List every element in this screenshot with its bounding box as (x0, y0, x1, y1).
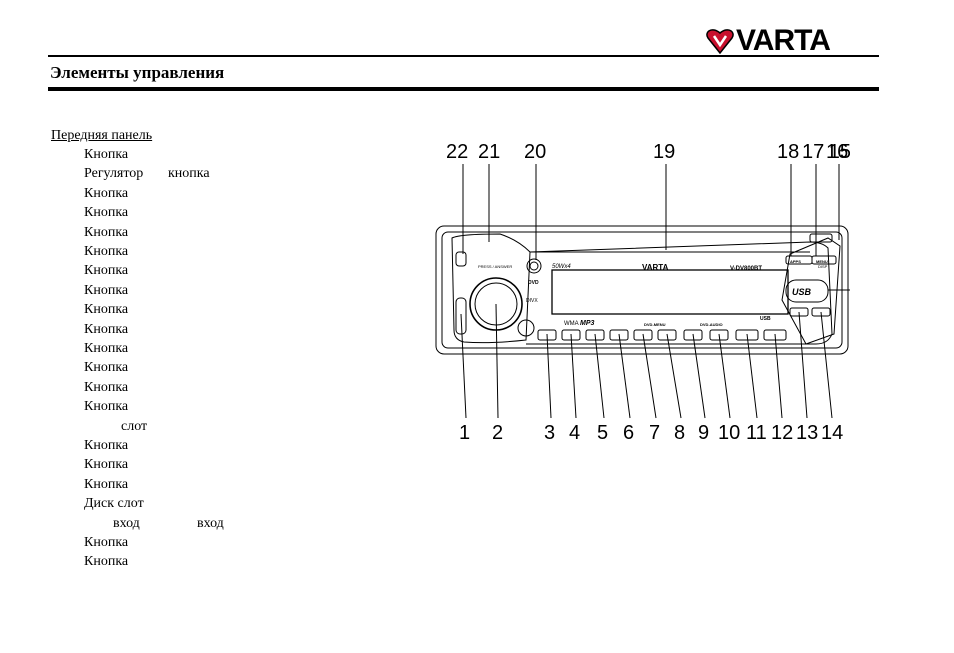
list-item: Кнопка (84, 399, 129, 415)
device-dvd-menu-label: DVD-MENU (644, 322, 666, 327)
callout-18: 18 (777, 141, 799, 163)
device-wma-label: WMA (564, 321, 579, 327)
device-model-label: V-DV800BT (730, 266, 762, 272)
device-dvd-audio-label: DVD-AUDIO (700, 322, 723, 327)
list-item-extra: кнопка (168, 166, 210, 182)
callout-14: 14 (821, 422, 843, 444)
device-dvd-label: DVD (528, 280, 539, 286)
callout-11: 11 (746, 422, 767, 444)
list-item: Кнопка (84, 147, 129, 162)
list-item: Кнопка (84, 379, 129, 395)
header-rule-bottom (48, 87, 879, 91)
callout-4: 4 (569, 422, 580, 444)
varta-logo: VARTA (706, 24, 831, 57)
callout-9: 9 (698, 422, 709, 444)
list-item: вход (113, 515, 140, 531)
car-stereo-panel (435, 225, 849, 355)
list-item-extra: вход (197, 515, 224, 531)
device-usb-label: USB (792, 287, 812, 297)
list-item: Кнопка (84, 263, 129, 279)
device-usb-small-label: USB (760, 316, 771, 322)
callout-12: 12 (771, 422, 793, 444)
list-item: Кнопка (84, 476, 129, 492)
device-brand-label: VARTA (642, 263, 669, 272)
callout-1: 1 (459, 422, 470, 444)
list-item: Кнопка (84, 535, 129, 550)
list-item: Кнопка (84, 224, 129, 240)
device-power-label: 50Wx4 (552, 264, 571, 270)
device-divx-label: DIVX (526, 298, 538, 304)
callout-21: 21 (478, 141, 500, 163)
callout-leaders (460, 164, 850, 419)
list-item: Регулятор (84, 166, 144, 182)
device-apps-label: APPS (790, 259, 801, 264)
list-item: Кнопка (84, 438, 129, 453)
callout-2: 2 (492, 422, 503, 444)
callout-8: 8 (674, 422, 685, 444)
device-figure: 22 21 20 19 18 17 16 15 1 2 3 4 5 6 7 8 … (435, 141, 850, 444)
callout-10: 10 (718, 422, 740, 444)
callout-7: 7 (649, 422, 660, 444)
list-item: Кнопка (84, 360, 129, 376)
device-menu-label: MENU (816, 259, 828, 264)
callout-16: 16 (826, 141, 848, 163)
callout-6: 6 (623, 422, 634, 444)
callout-5: 5 (597, 422, 608, 444)
callout-3: 3 (544, 422, 555, 444)
bottom-callout-numbers: 1 2 3 4 5 6 7 8 9 10 11 12 13 14 (459, 422, 843, 444)
callout-19: 19 (653, 141, 675, 163)
list-item: Кнопка (84, 302, 129, 318)
front-panel-title: Передняя панель (51, 128, 153, 143)
list-item: Кнопка (84, 185, 129, 201)
logo-text: VARTA (736, 24, 831, 57)
header-rule-top (48, 55, 879, 57)
top-callout-numbers: 22 21 20 19 18 17 16 15 (446, 141, 850, 163)
device-disp-label: DISP (818, 264, 828, 269)
list-item: слот (121, 418, 148, 434)
callout-22: 22 (446, 141, 468, 163)
section-title: Элементы управления (50, 63, 225, 82)
device-mp3-label: MP3 (580, 320, 595, 327)
callout-15: 15 (829, 141, 850, 163)
list-item: Кнопка (84, 282, 129, 298)
list-item: Кнопка (84, 321, 129, 337)
list-item: Диск слот (84, 496, 144, 512)
device-press-answer-label: PRESS / ANSWER (478, 264, 512, 269)
callout-13: 13 (796, 422, 818, 444)
device-labels: VARTA V-DV800BT 50Wx4 PRESS / ANSWER DVD… (478, 259, 828, 327)
callout-20: 20 (524, 141, 546, 163)
varta-heart-icon (706, 29, 734, 54)
list-item: Кнопка (84, 244, 129, 259)
list-item: Кнопка (84, 341, 129, 356)
list-item: Кнопка (84, 205, 129, 221)
callout-17: 17 (802, 141, 824, 163)
list-item: Кнопка (84, 457, 129, 473)
list-item: Кнопка (84, 554, 129, 570)
